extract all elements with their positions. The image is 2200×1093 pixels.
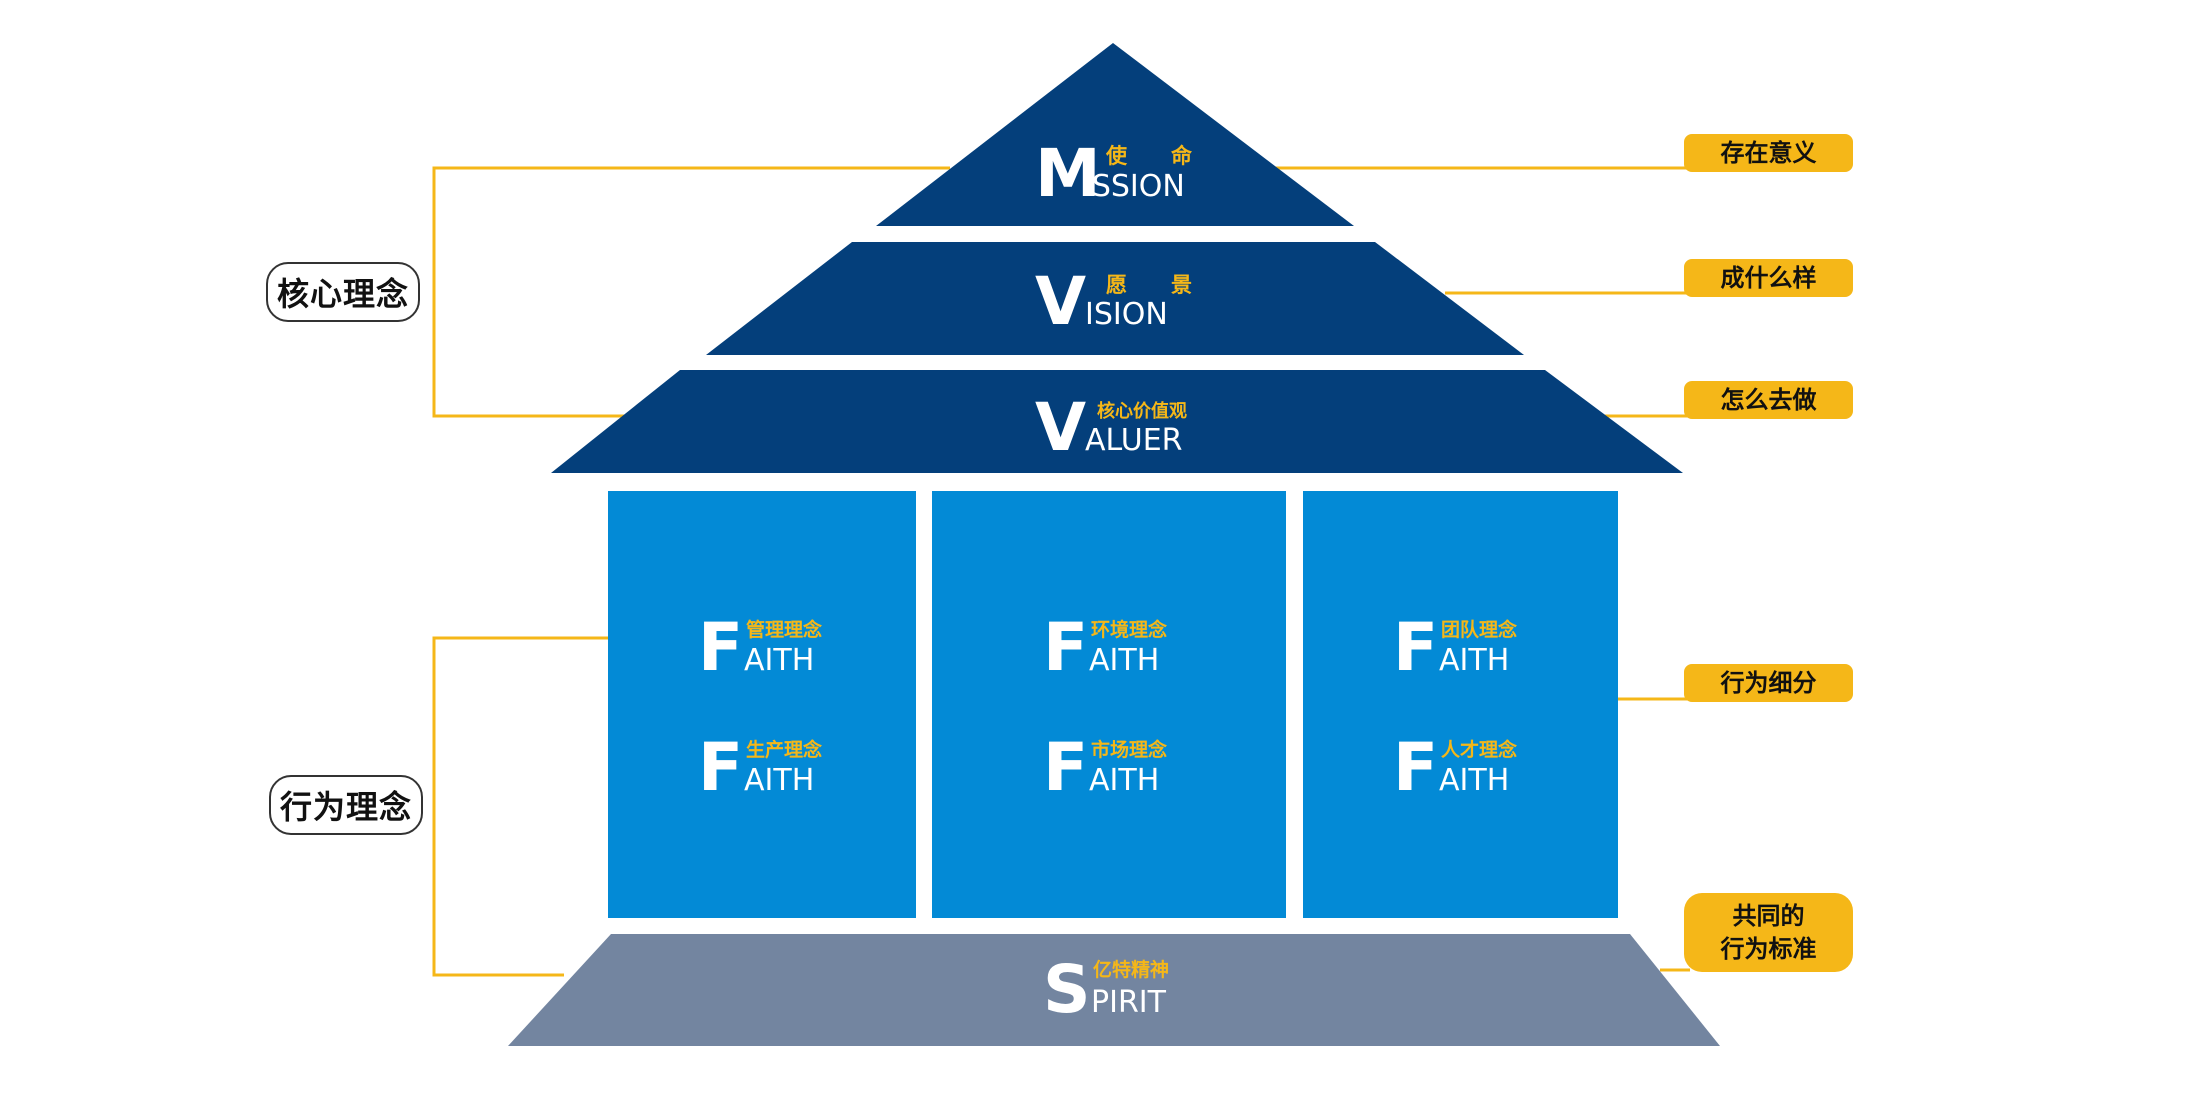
vision-zh: 愿 景: [1106, 273, 1192, 297]
core-bracket: [432, 166, 950, 418]
behavior-concept-label: 行为理念: [269, 775, 423, 835]
pillar-1-item-2-rest: AITH: [744, 763, 814, 798]
vision-tag: 成什么样: [1684, 259, 1853, 297]
pillar-2-item-1-zh: 环境理念: [1091, 618, 1167, 641]
spirit-base: [508, 934, 1720, 1046]
pillar-2-item-2: F AITH 市场理念: [1043, 729, 1167, 806]
mission-initial: M: [1035, 135, 1101, 212]
pillar-1-item-1-rest: AITH: [744, 643, 814, 678]
pillar-3-item-2: F AITH 人才理念: [1393, 729, 1517, 806]
pillar-2-item-2-rest: AITH: [1089, 763, 1159, 798]
valuer-initial: V: [1035, 389, 1086, 466]
pillar-2: [932, 491, 1286, 918]
pillar-1-item-1: F AITH 管理理念: [698, 609, 822, 686]
valuer-zh: 核心价值观: [1097, 400, 1187, 422]
pillar-1: [608, 491, 916, 918]
pillar-3-item-2-initial: F: [1393, 729, 1438, 806]
vision-initial: V: [1035, 263, 1086, 340]
vision-label: V ISION 愿 景: [1035, 263, 1192, 340]
mission-tag: 存在意义: [1684, 134, 1853, 172]
pillar-2-item-1-rest: AITH: [1089, 643, 1159, 678]
behavior-bracket: [432, 636, 610, 977]
pillar-3-item-2-rest: AITH: [1439, 763, 1509, 798]
spirit-zh: 亿特精神: [1093, 958, 1169, 981]
pillar-1-item-2-initial: F: [698, 729, 743, 806]
valuer-rest: ALUER: [1085, 423, 1183, 458]
vision-roof: [706, 242, 1524, 355]
base-tag: 共同的 行为标准: [1684, 893, 1853, 972]
mission-roof: [876, 43, 1354, 226]
pillar-3-item-1: F AITH 团队理念: [1393, 609, 1517, 686]
pillar-3-item-1-initial: F: [1393, 609, 1438, 686]
pillar-3-item-1-zh: 团队理念: [1441, 618, 1517, 641]
base-tag-line-2: 行为标准: [1720, 934, 1817, 963]
spirit-label: S PIRIT 亿特精神: [1043, 951, 1169, 1028]
core-concept-label: 核心理念: [266, 262, 420, 322]
pillar-3: [1303, 491, 1618, 918]
mission-label: M ISSION 使 命: [1035, 135, 1193, 212]
spirit-initial: S: [1043, 951, 1091, 1028]
mission-zh: 使 命: [1105, 144, 1193, 168]
pillar-1-item-1-initial: F: [698, 609, 743, 686]
pillar-2-item-2-zh: 市场理念: [1091, 738, 1167, 761]
spirit-rest: PIRIT: [1091, 985, 1167, 1020]
pillar-2-item-1: F AITH 环境理念: [1043, 609, 1167, 686]
pillar-2-item-2-initial: F: [1043, 729, 1088, 806]
mission-rest: ISSION: [1083, 169, 1185, 204]
valuer-label: V ALUER 核心价值观: [1035, 389, 1187, 466]
pillar-1-item-2-zh: 生产理念: [746, 738, 822, 761]
pillar-2-item-1-initial: F: [1043, 609, 1088, 686]
pillars-tag: 行为细分: [1684, 664, 1853, 702]
valuer-tag: 怎么去做: [1684, 381, 1853, 419]
valuer-roof: [551, 370, 1683, 473]
base-tag-line-1: 共同的: [1732, 902, 1805, 931]
pillar-1-item-1-zh: 管理理念: [746, 618, 822, 641]
pillar-3-item-1-rest: AITH: [1439, 643, 1509, 678]
vision-rest: ISION: [1085, 297, 1168, 332]
pillar-1-item-2: F AITH 生产理念: [698, 729, 822, 806]
pillar-3-item-2-zh: 人才理念: [1441, 738, 1517, 761]
